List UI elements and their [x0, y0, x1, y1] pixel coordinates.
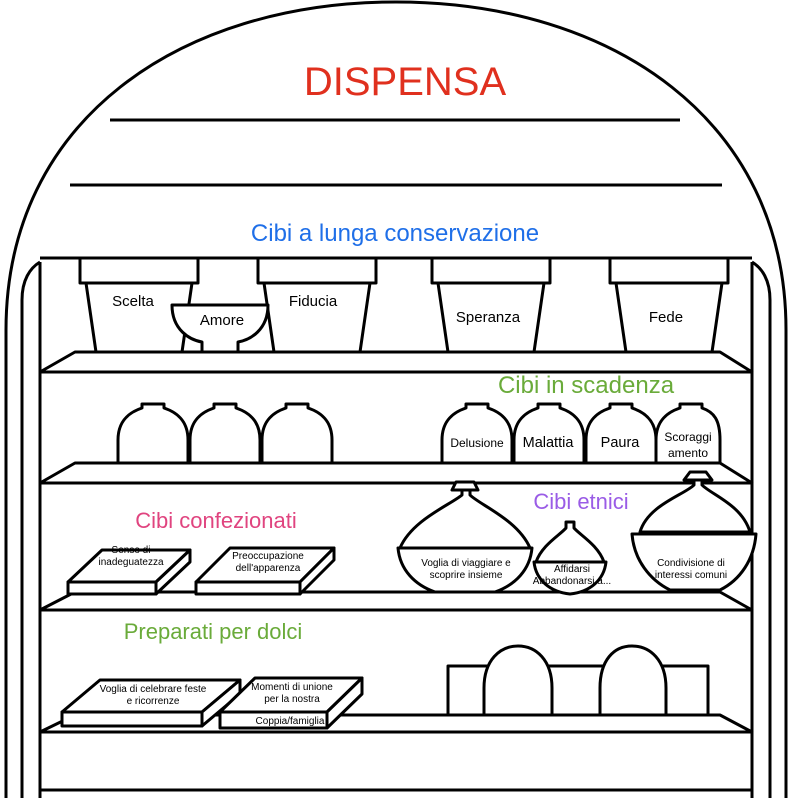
- jar-label-delusione: Delusione: [450, 436, 504, 450]
- cabinet-side-left: [20, 260, 41, 798]
- section-in-scadenza: Cibi in scadenza: [497, 372, 675, 399]
- pot-label-scelta: Scelta: [112, 293, 154, 310]
- section-confezionati: Cibi confezionati: [135, 508, 297, 533]
- jars-labeled: [440, 402, 722, 465]
- pot-fiducia: [256, 256, 378, 354]
- jar-label-malattia: Malattia: [522, 435, 574, 451]
- tagine-label-condivisione: Condivisione di interessi comuni: [654, 558, 728, 581]
- jar-label-paura: Paura: [600, 435, 640, 451]
- section-etnici: Cibi etnici: [533, 489, 629, 514]
- tagine-viaggiare: [396, 480, 534, 594]
- pot-scelta: [78, 256, 200, 354]
- box-label-unione: Momenti di unione per la nostra: [251, 682, 333, 705]
- jar-label-scoraggiamento: Scoraggi amento: [664, 430, 712, 460]
- box-celebrare: [60, 678, 242, 728]
- shelf-2: [38, 461, 754, 485]
- tagine-label-affidarsi: Affidarsi Abbandonarsi a...: [532, 564, 612, 587]
- page-title: DISPENSA: [303, 60, 507, 104]
- bowl-amore: [170, 303, 270, 354]
- pot-speranza: [430, 256, 552, 354]
- pot-label-fede: Fede: [648, 309, 684, 326]
- box-label-famiglia: Coppia/famiglia: [255, 716, 325, 727]
- tagine-affidarsi: [532, 520, 608, 596]
- box-unione: [218, 676, 364, 730]
- pot-label-fiducia: Fiducia: [288, 293, 338, 310]
- pot-fede: [608, 256, 730, 354]
- section-dolci: Preparati per dolci: [123, 619, 303, 644]
- tagine-label-viaggiare: Voglia di viaggiare e scoprire insieme: [421, 558, 511, 581]
- baking-molds: [446, 644, 710, 717]
- section-lunga-conservazione: Cibi a lunga conservazione: [250, 220, 540, 247]
- box-label-celebrare: Voglia di celebrare feste e ricorrenze: [99, 684, 207, 707]
- cabinet-arch: [4, 0, 788, 798]
- package-inadeguatezza: [66, 548, 192, 596]
- package-apparenza: [194, 546, 336, 596]
- cabinet-side-right: [751, 260, 772, 798]
- shelf-1: [38, 350, 754, 374]
- package-label-apparenza: Preoccupazione dell'apparenza: [232, 551, 304, 574]
- jars-empty: [116, 402, 334, 465]
- pot-label-speranza: Speranza: [455, 309, 521, 326]
- pot-label-amore: Amore: [199, 312, 245, 329]
- package-label-inadeguatezza: Senso di inadeguatezza: [98, 545, 164, 568]
- shelf-3: [38, 590, 754, 612]
- tagine-condivisione: [630, 470, 758, 592]
